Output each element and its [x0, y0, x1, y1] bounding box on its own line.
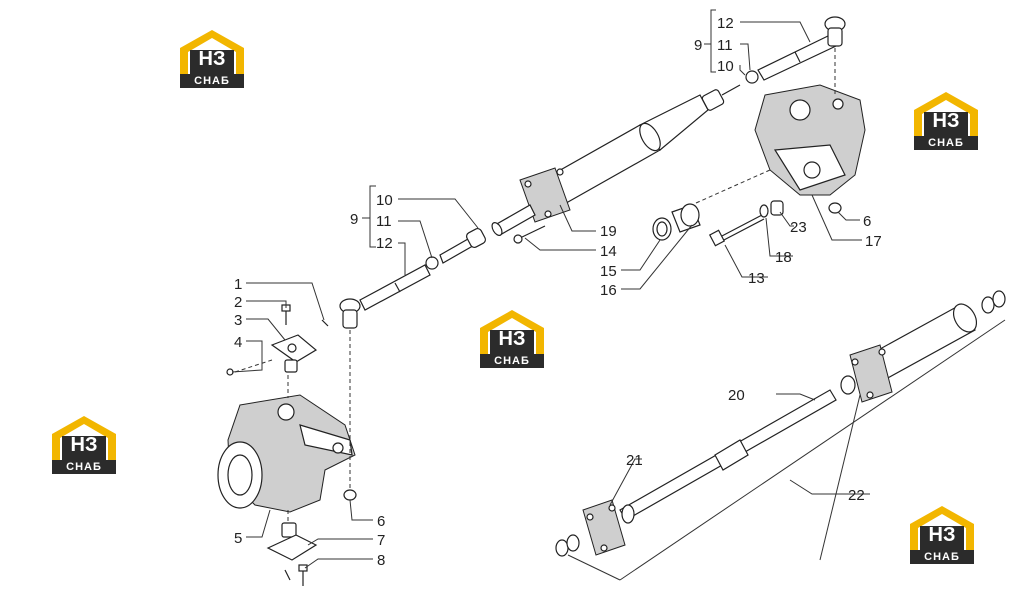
logo-caption: СНАБ: [52, 460, 116, 474]
logo-caption: СНАБ: [910, 550, 974, 564]
bolt-14: [513, 225, 546, 244]
callout-13: 13: [748, 270, 765, 287]
callout-6-left: 6: [377, 513, 385, 530]
steering-knuckle-right: [754, 84, 866, 214]
logo-mark: НЗ: [928, 524, 956, 546]
house-icon: [480, 310, 544, 356]
callout-12-left: 12: [376, 235, 393, 252]
callout-1: 1: [234, 276, 242, 293]
logo-caption: СНАБ: [914, 136, 978, 150]
tie-rod-end-right: [745, 16, 846, 84]
brand-logo-3: НЗ СНАБ: [478, 308, 546, 372]
callout-10-right: 10: [717, 58, 734, 75]
callout-9-right: 9: [694, 37, 702, 54]
house-icon: [52, 416, 116, 462]
house-icon: [910, 506, 974, 552]
callout-8: 8: [377, 552, 385, 569]
steering-cylinder-upper: [491, 84, 741, 236]
house-icon: [914, 92, 978, 138]
brand-logo-4: НЗ СНАБ: [50, 414, 118, 478]
callout-10-left: 10: [376, 192, 393, 209]
logo-caption: СНАБ: [180, 74, 244, 88]
callout-9-left: 9: [350, 211, 358, 228]
tie-rod-end-left: [339, 227, 487, 329]
steering-knuckle-left: [217, 394, 356, 513]
callout-22: 22: [848, 487, 865, 504]
callout-16: 16: [600, 282, 617, 299]
bolt-13: [708, 200, 784, 247]
callout-18: 18: [775, 249, 792, 266]
callout-4: 4: [234, 334, 242, 351]
callout-21: 21: [626, 452, 643, 469]
callout-5: 5: [234, 530, 242, 547]
callout-23: 23: [790, 219, 807, 236]
callout-11-left: 11: [376, 213, 392, 230]
steering-cylinder-lower: [555, 290, 1006, 557]
callout-17: 17: [865, 233, 882, 250]
logo-mark: НЗ: [198, 48, 226, 70]
callout-3: 3: [234, 312, 242, 329]
logo-caption: СНАБ: [480, 354, 544, 368]
callout-6-right: 6: [863, 213, 871, 230]
callout-11-right: 11: [717, 37, 733, 54]
logo-mark: НЗ: [932, 110, 960, 132]
callout-15: 15: [600, 263, 617, 280]
brand-logo-2: НЗ СНАБ: [912, 90, 980, 154]
callout-14: 14: [600, 243, 617, 260]
callout-numbers: 1 2 3 4 5 6 7 8 9 10 11 12 9 12 11 10 19…: [234, 15, 882, 569]
callout-20: 20: [728, 387, 745, 404]
logo-mark: НЗ: [70, 434, 98, 456]
logo-mark: НЗ: [498, 328, 526, 350]
brand-logo-5: НЗ СНАБ: [908, 504, 976, 568]
upper-pin-plate: [226, 304, 329, 376]
callout-7: 7: [377, 532, 385, 549]
house-icon: [180, 30, 244, 76]
callout-12-right: 12: [717, 15, 734, 32]
alignment-lines: [234, 48, 836, 522]
callout-19: 19: [600, 223, 617, 240]
brand-logo-1: НЗ СНАБ: [178, 28, 246, 92]
callout-2: 2: [234, 294, 242, 311]
bushings: [652, 203, 701, 241]
leader-lines: [231, 9, 1006, 581]
